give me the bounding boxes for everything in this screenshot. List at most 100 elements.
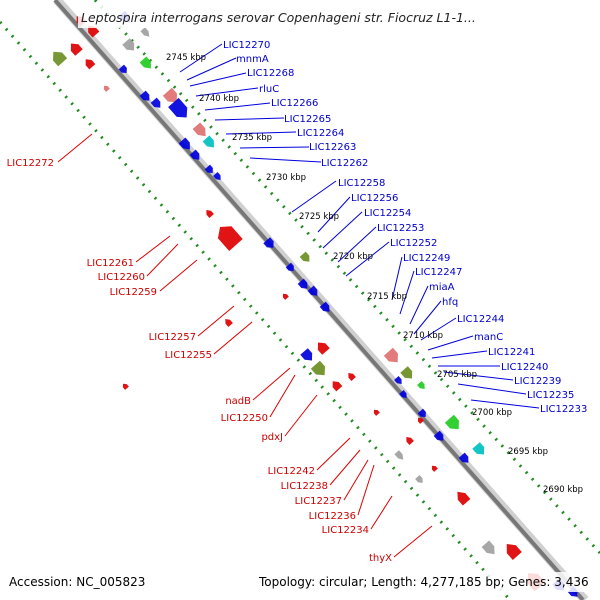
gene-feature-mark bbox=[139, 90, 150, 101]
gene-feature-mark bbox=[415, 475, 423, 484]
callout-line bbox=[431, 350, 488, 359]
callout-line bbox=[322, 211, 363, 249]
gene-feature-mark bbox=[481, 540, 495, 555]
gene-feature-mark bbox=[139, 56, 151, 69]
callout-line bbox=[457, 383, 527, 395]
gene-label: LIC12238 bbox=[281, 481, 328, 492]
gene-feature-mark bbox=[399, 390, 407, 399]
kbp-label: 2725 kbp bbox=[299, 212, 339, 222]
gene-label: LIC12259 bbox=[110, 287, 157, 298]
callout-line bbox=[470, 399, 540, 409]
gene-feature-mark bbox=[506, 543, 522, 560]
gene-feature-mark bbox=[168, 97, 188, 118]
kbp-label: 2730 kbp bbox=[266, 173, 306, 183]
gene-label: LIC12240 bbox=[501, 362, 548, 373]
kbp-label: 2735 kbp bbox=[232, 133, 272, 143]
gene-feature-mark bbox=[417, 408, 426, 418]
gene-label: thyX bbox=[369, 553, 392, 564]
callout-line bbox=[316, 437, 351, 471]
gene-label: LIC12265 bbox=[284, 114, 331, 125]
gene-label: LIC12254 bbox=[364, 208, 411, 219]
gene-label: LIC12241 bbox=[488, 347, 535, 358]
gene-label: LIC12264 bbox=[297, 128, 344, 139]
gene-feature-mark bbox=[88, 25, 100, 38]
gene-label: mnmA bbox=[236, 54, 269, 65]
kbp-label: 2700 kbp bbox=[472, 408, 512, 418]
callout-line bbox=[427, 335, 474, 351]
kbp-label: 2720 kbp bbox=[333, 252, 373, 262]
title-background bbox=[78, 6, 528, 28]
gene-feature-mark bbox=[394, 376, 402, 385]
kbp-label: 2695 kbp bbox=[508, 447, 548, 457]
gene-feature-mark bbox=[400, 366, 413, 379]
map-title: Leptospira interrogans serovar Copenhage… bbox=[81, 10, 476, 25]
gene-feature-mark bbox=[348, 372, 356, 381]
gene-feature-mark bbox=[317, 342, 330, 355]
gene-feature-mark bbox=[53, 51, 68, 67]
gene-feature-mark bbox=[417, 381, 425, 390]
gene-feature-mark bbox=[431, 465, 438, 472]
callout-line bbox=[269, 374, 296, 418]
callout-line bbox=[443, 371, 514, 381]
callout-line bbox=[159, 259, 198, 292]
gene-feature-mark bbox=[299, 251, 310, 262]
gene-feature-mark bbox=[140, 27, 150, 37]
gene-label: LIC12253 bbox=[377, 223, 424, 234]
gene-feature-mark bbox=[202, 135, 214, 148]
gene-label: LIC12261 bbox=[87, 258, 134, 269]
kbp-label: 2705 kbp bbox=[437, 370, 477, 380]
gene-feature-mark bbox=[213, 172, 221, 181]
callout-line bbox=[213, 321, 253, 355]
callout-line bbox=[329, 449, 361, 486]
gene-feature-mark bbox=[118, 64, 127, 74]
callout-line bbox=[420, 317, 457, 341]
footer-background bbox=[0, 572, 600, 592]
gene-label: LIC12239 bbox=[514, 376, 561, 387]
left-label-lines bbox=[57, 133, 433, 558]
backbone bbox=[53, 0, 585, 600]
gene-feature-mark bbox=[192, 122, 206, 137]
gene-feature-mark bbox=[319, 301, 330, 312]
callout-line bbox=[345, 241, 390, 277]
kbp-label: 2690 kbp bbox=[543, 485, 583, 495]
gene-feature-mark bbox=[310, 360, 325, 376]
gene-feature-mark bbox=[332, 381, 343, 392]
kbp-label: 2745 kbp bbox=[166, 53, 206, 63]
callout-line bbox=[225, 131, 297, 135]
gene-label: LIC12252 bbox=[390, 238, 437, 249]
callout-line bbox=[284, 394, 318, 437]
gene-feature-mark bbox=[458, 452, 469, 463]
gene-feature-mark bbox=[150, 97, 161, 108]
gene-label: nadB bbox=[225, 396, 251, 407]
gene-label: hfq bbox=[442, 297, 458, 308]
gene-feature-mark bbox=[217, 226, 243, 251]
callout-line bbox=[370, 495, 393, 530]
gene-feature-mark bbox=[406, 436, 414, 445]
gene-label: LIC12266 bbox=[271, 98, 318, 109]
outer-dotted-line bbox=[93, 0, 600, 555]
gene-feature-mark bbox=[457, 491, 471, 506]
gene-feature-mark bbox=[122, 38, 135, 51]
gene-label: LIC12249 bbox=[403, 253, 450, 264]
gene-feature-mark bbox=[307, 285, 318, 296]
callout-line bbox=[249, 157, 322, 163]
gene-feature-mark bbox=[472, 442, 485, 455]
callout-line bbox=[179, 43, 223, 73]
gene-feature-mark bbox=[70, 43, 83, 56]
gene-feature-mark bbox=[373, 409, 380, 416]
callout-line bbox=[291, 180, 337, 213]
callout-line bbox=[186, 57, 237, 81]
callout-line bbox=[343, 459, 369, 501]
gene-feature-mark bbox=[394, 450, 404, 460]
callout-line bbox=[214, 117, 285, 121]
callout-line bbox=[204, 102, 271, 111]
callout-line bbox=[239, 146, 310, 149]
gene-feature-mark bbox=[263, 237, 274, 248]
gene-feature-mark bbox=[85, 59, 96, 70]
gene-label: LIC12268 bbox=[247, 68, 294, 79]
gene-label: manC bbox=[474, 332, 503, 343]
gene-feature-mark bbox=[383, 347, 398, 363]
gene-label: LIC12256 bbox=[351, 193, 398, 204]
gene-feature-mark bbox=[300, 348, 313, 361]
